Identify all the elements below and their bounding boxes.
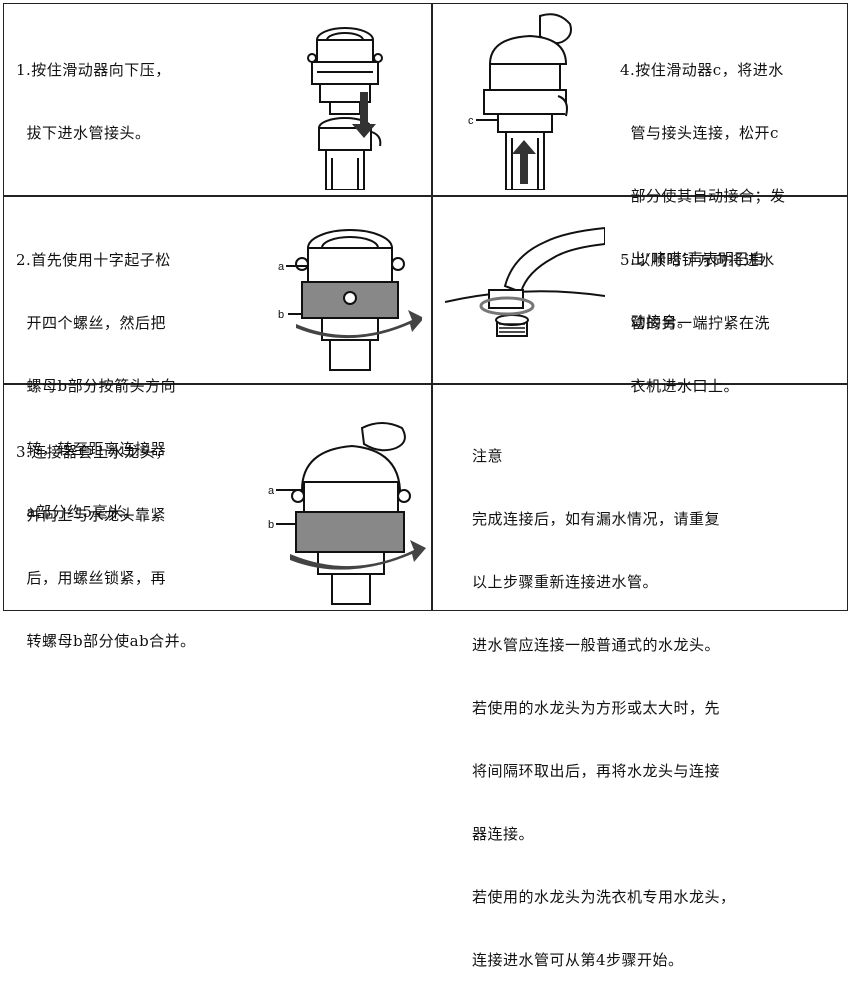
row-divider-1: [3, 195, 848, 197]
step1-line1: 1.按住滑动器向下压，: [16, 61, 171, 79]
step2-line4: 转，转至距离连接器: [16, 440, 167, 458]
step3-line4: 转螺母b部分使ab合并。: [16, 632, 196, 650]
instruction-table: [3, 3, 848, 611]
step2-text: 2.首先使用十字起子松 开四个螺丝，然后把 螺母b部分按箭头方向 转，转至距离连…: [16, 208, 176, 544]
step5-line3: 衣机进水口上。: [620, 377, 740, 395]
step3-label-b: b: [268, 519, 274, 531]
step3-line1: 3.连接器套上水龙头，: [16, 443, 171, 461]
note-line7: 若使用的水龙头为洗衣机专用水龙头，: [472, 888, 736, 906]
step4-text: 4.按住滑动器c，将进水 管与接头连接，松开c 部分使其自动接合；发 出‘咔嗒’…: [620, 18, 786, 354]
step4-line3: 部分使其自动接合；发: [620, 187, 786, 205]
note-title: 注意: [472, 447, 504, 465]
note-line3: 进水管应连接一般普通式的水龙头。: [472, 636, 721, 654]
step5-line2: 管的另一端拧紧在洗: [620, 314, 771, 332]
step3-illustration: a b: [268, 422, 426, 605]
step4-line2: 管与接头连接，松开c: [620, 124, 779, 142]
step1-illustration: [307, 27, 383, 190]
note-block: 注意 完成连接后，如有漏水情况，请重复 以上步骤重新连接进水管。 进水管应连接一…: [472, 404, 736, 992]
step5-line1: 5.以顺时针方向将进水: [620, 251, 775, 269]
step1-line2: 拔下进水管接头。: [16, 124, 151, 142]
step3-label-a: a: [268, 485, 275, 497]
step4-illustration: c: [468, 13, 572, 190]
step2-line2: 开四个螺丝，然后把: [16, 314, 167, 332]
column-divider: [431, 3, 433, 611]
step4-label-c: c: [468, 115, 474, 127]
note-line4: 若使用的水龙头为方形或太大时，先: [472, 699, 721, 717]
step2-line3: 螺母b部分按箭头方向: [16, 377, 177, 395]
step2-label-a: a: [278, 261, 285, 273]
step2-label-b: b: [278, 309, 284, 321]
step5-illustration: [445, 226, 605, 337]
note-line1: 完成连接后，如有漏水情况，请重复: [472, 510, 721, 528]
step2-line5: a部分约5毫米。: [16, 503, 140, 521]
note-line6: 器连接。: [472, 825, 535, 843]
step2-illustration: a b: [278, 229, 422, 371]
step4-line4: 出‘咔嗒’声表明已自: [620, 250, 766, 268]
note-line5: 将间隔环取出后，再将水龙头与连接: [472, 762, 721, 780]
row-divider-2: [3, 383, 848, 385]
step2-line1: 2.首先使用十字起子松: [16, 251, 171, 269]
step4-line5: 动接合。: [620, 313, 693, 331]
step5-text: 5.以顺时针方向将进水 管的另一端拧紧在洗 衣机进水口上。: [620, 208, 775, 418]
step1-text: 1.按住滑动器向下压， 拔下进水管接头。: [16, 18, 171, 165]
note-line2: 以上步骤重新连接进水管。: [472, 573, 659, 591]
step4-line1: 4.按住滑动器c，将进水: [620, 61, 784, 79]
note-line8: 连接进水管可从第4步骤开始。: [472, 951, 684, 969]
step3-line2: 并向上与水龙头靠紧: [16, 506, 167, 524]
step3-line3: 后，用螺丝锁紧，再: [16, 569, 167, 587]
step3-text: 3.连接器套上水龙头， 并向上与水龙头靠紧 后，用螺丝锁紧，再 转螺母b部分使a…: [16, 400, 196, 673]
